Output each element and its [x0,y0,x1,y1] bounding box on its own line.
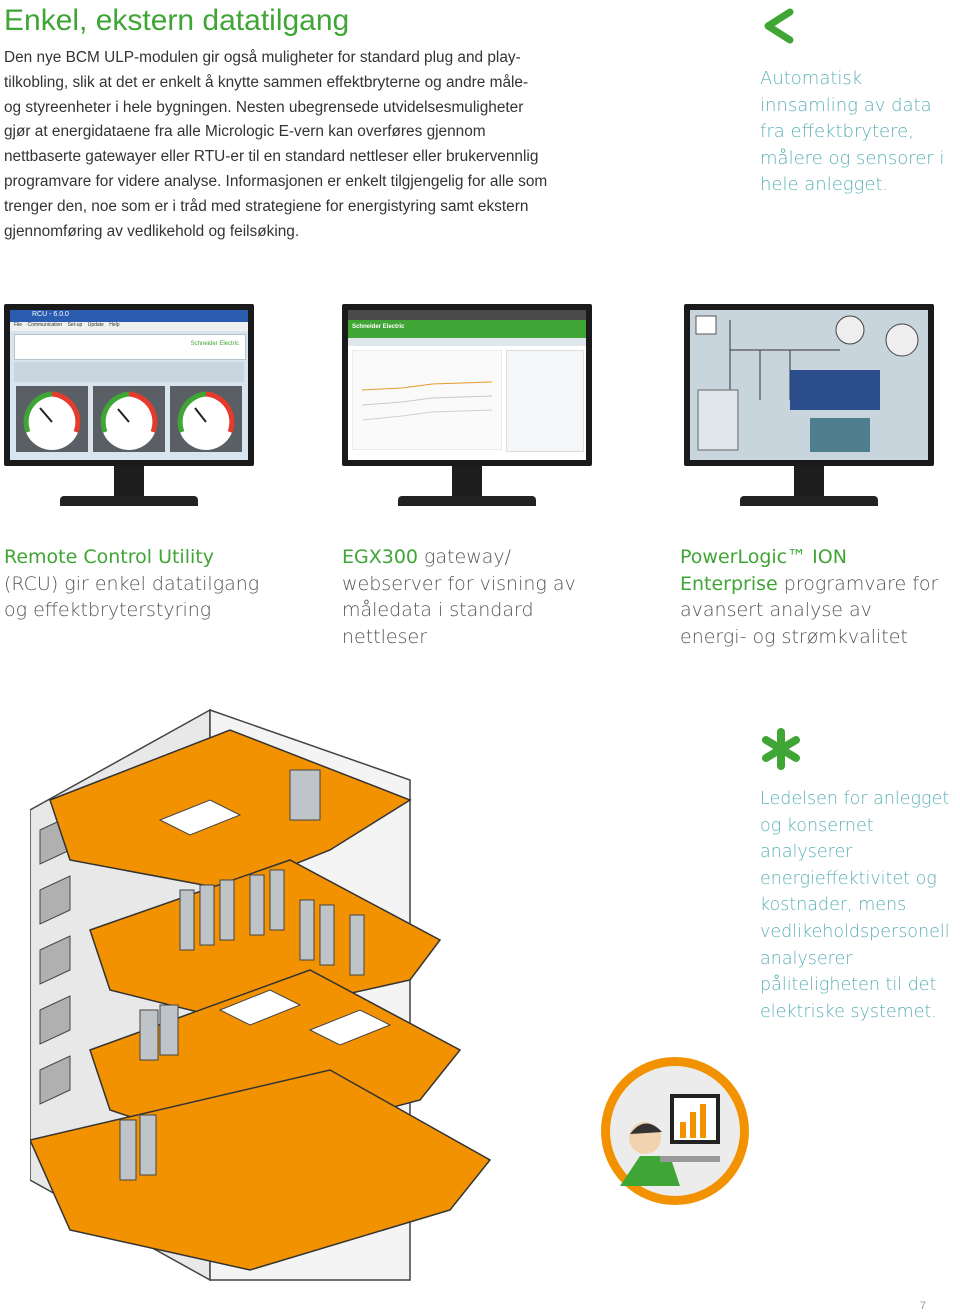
gauge-1 [16,386,88,452]
ion-screen [690,310,928,460]
egx-screen: Schneider Electric [348,310,586,460]
building-illustration [30,708,492,1282]
page-number: 7 [919,1300,926,1312]
caption-rcu: Remote Control Utility (RCU) gir enkel d… [4,546,260,621]
rcu-screen: RCU - 6.0.0 File Communication Set-up Up… [10,310,248,460]
asterisk-icon [762,728,800,770]
side-note: Ledelsen for anlegget og konsernet analy… [760,789,950,1022]
rcu-gauges [16,386,242,452]
intro-paragraph: Den nye BCM ULP-modulen gir også mulighe… [4,49,548,240]
gauge-3 [170,386,242,452]
caption-ion: PowerLogic™ ION Enterprise programvare f… [680,546,939,648]
page-title: Enkel, ekstern datatilgang [4,4,350,37]
rcu-brand: Schneider Electric [190,341,239,347]
egx-trend-chart [352,350,502,450]
gauge-2 [93,386,165,452]
egx-brand: Schneider Electric [352,324,405,330]
side-quote: Automatisk innsamling av data fra effekt… [760,68,945,196]
monitor-rcu: RCU - 6.0.0 File Communication Set-up Up… [4,304,254,514]
rcu-window-title: RCU - 6.0.0 [32,311,69,318]
rcu-menu: File Communication Set-up Update Help [10,322,248,331]
caption-egx: EGX300 gateway/ webserver for visning av… [342,546,576,648]
monitor-egx: Schneider Electric [342,304,592,514]
monitor-ion [684,304,934,514]
chevron-left-icon [764,8,794,44]
ion-single-line-diagram [690,310,928,460]
analyst-illustration [601,1057,749,1205]
